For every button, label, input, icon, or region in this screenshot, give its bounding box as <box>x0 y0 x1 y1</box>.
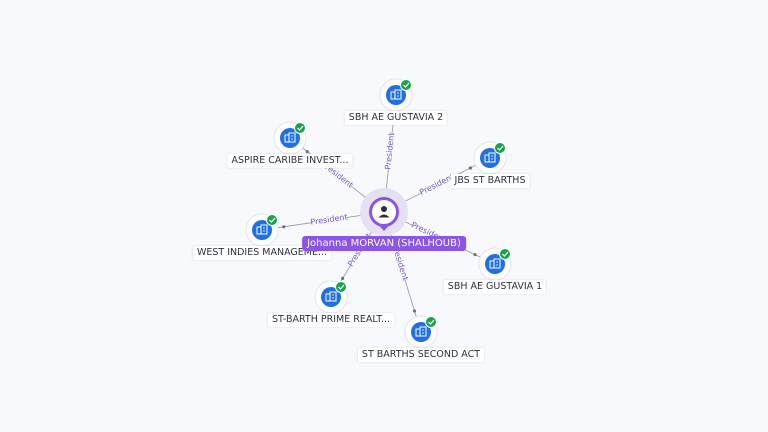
building-icon <box>390 89 402 100</box>
check-badge-icon <box>266 214 278 226</box>
building-icon <box>415 326 427 337</box>
center-person-node[interactable] <box>360 188 408 236</box>
edge-arrow <box>468 166 472 170</box>
check-badge-icon <box>335 281 347 293</box>
check-badge-icon <box>499 248 511 260</box>
edge-arrow <box>473 253 477 257</box>
check-badge-icon <box>425 316 437 328</box>
company-node[interactable] <box>273 121 307 155</box>
edge-label-group: President <box>382 132 396 170</box>
company-label[interactable]: ST BARTHS SECOND ACT <box>357 348 485 362</box>
company-node[interactable] <box>379 78 413 112</box>
edge-label: President <box>310 212 348 226</box>
company-node[interactable] <box>478 247 512 281</box>
edge-label: President <box>383 132 396 170</box>
building-icon <box>484 152 496 163</box>
company-node[interactable] <box>404 315 438 349</box>
edge-label-bg <box>419 171 454 197</box>
building-icon <box>284 132 296 143</box>
building-icon <box>489 258 501 269</box>
company-label[interactable]: JBS ST BARTHS <box>450 174 530 188</box>
edge-label-group: President <box>310 211 348 227</box>
edge-arrow <box>282 225 286 229</box>
company-node[interactable] <box>473 141 507 175</box>
check-badge-icon <box>294 122 306 134</box>
company-node[interactable] <box>314 280 348 314</box>
company-label[interactable]: ASPIRE CARIBE INVEST... <box>227 154 353 168</box>
edge-label-bg <box>311 211 347 227</box>
company-label[interactable]: ST-BARTH PRIME REALT... <box>267 313 395 327</box>
building-icon <box>325 291 337 302</box>
check-badge-icon <box>494 142 506 154</box>
edge-arrow <box>305 150 309 154</box>
edge-arrow <box>341 276 345 280</box>
building-icon <box>256 224 268 235</box>
company-label[interactable]: SBH AE GUSTAVIA 1 <box>443 280 547 294</box>
company-node[interactable] <box>245 213 279 247</box>
company-label[interactable]: WEST INDIES MANAGEME... <box>192 246 332 260</box>
nodes-layer <box>245 78 512 349</box>
center-person-label[interactable]: Johanna MORVAN (SHALHOUB) <box>302 236 466 251</box>
edge-label-bg <box>382 133 396 169</box>
company-label[interactable]: SBH AE GUSTAVIA 2 <box>344 111 448 125</box>
edge-arrow <box>412 309 417 313</box>
edge-label-bg <box>390 244 411 280</box>
person-icon <box>378 206 390 218</box>
check-badge-icon <box>400 79 412 91</box>
